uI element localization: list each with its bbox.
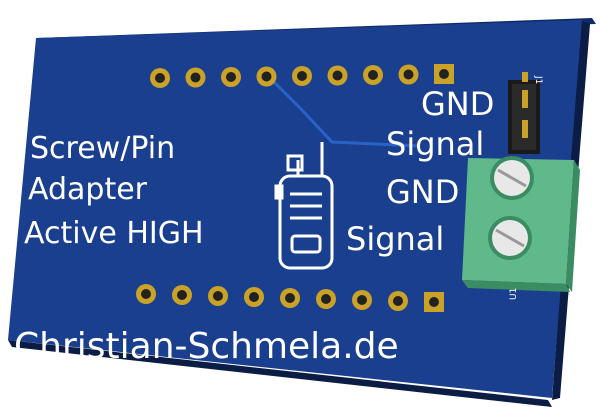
top-pad-3 <box>221 67 241 87</box>
pcb-trace <box>266 74 421 148</box>
jumper-header <box>508 72 540 154</box>
side-label-gnd-bottom: GND <box>386 173 459 211</box>
title-line-2: Adapter <box>28 172 148 207</box>
bottom-pad-1 <box>136 284 156 304</box>
top-pad-9 <box>434 64 454 84</box>
top-pad-4 <box>256 66 277 87</box>
pcb-board-bottom-side <box>8 340 552 407</box>
bottom-pin-header <box>136 284 444 312</box>
mark-u1: U1 <box>509 288 519 300</box>
top-pad-8 <box>398 64 419 85</box>
walkie-talkie-icon <box>274 142 334 270</box>
title-line-3: Active HIGH <box>24 216 204 251</box>
website-text: Christian-Schmela.de <box>14 326 399 367</box>
bottom-pad-2 <box>172 285 192 305</box>
title-line-1: Screw/Pin <box>30 131 175 166</box>
bottom-pad-4 <box>244 287 264 307</box>
bottom-pad-6 <box>316 289 336 309</box>
side-label-signal-top: Signal <box>386 125 484 163</box>
screw-terminal <box>462 156 580 292</box>
bottom-pad-7 <box>352 290 372 310</box>
top-pad-6 <box>327 65 348 86</box>
bottom-pad-9 <box>424 292 444 312</box>
top-pad-1 <box>150 68 170 88</box>
bottom-pad-5 <box>280 288 300 308</box>
side-label-gnd-top: GND <box>421 85 494 123</box>
top-pad-7 <box>363 65 383 85</box>
bottom-pad-3 <box>208 286 228 306</box>
top-pin-header <box>150 64 454 88</box>
mark-j1: J1 <box>533 75 543 84</box>
side-label-signal-bottom: Signal <box>346 220 444 258</box>
bottom-pad-8 <box>388 291 408 311</box>
top-pad-5 <box>292 66 312 86</box>
top-pad-2 <box>185 67 206 88</box>
